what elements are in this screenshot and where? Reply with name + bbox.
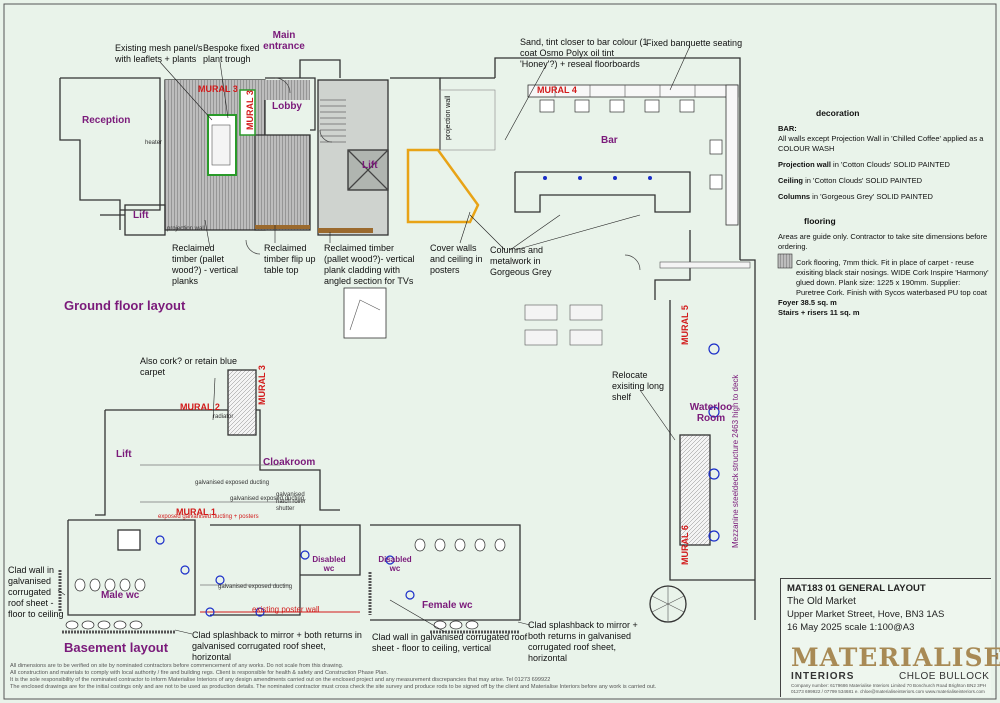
footer-line-4: The enclosed drawings are for the initia… [10,684,657,690]
mural-3-basement: MURAL 3 [257,365,267,405]
room-main-entrance: Main entrance [263,30,305,52]
label-galv-hatch: galvanised hatch roller shutter [276,492,306,512]
mural-3-ground-vertical: MURAL 3 [245,90,255,130]
label-ducting-2: galvanised exposed ducting [230,496,305,502]
note-timber-cladding: Reclaimed timber (pallet wood?)- vertica… [324,243,415,286]
note-cork-question: Also cork? or retain blue carpet [140,356,238,377]
note-timber-planks: Reclaimed timber (pallet wood?) - vertic… [172,243,239,286]
room-waterloo: Waterloo Room [689,402,733,424]
legend-ceiling-text: in 'Cotton Clouds' SOLID PAINTED [803,176,923,185]
mural-5: MURAL 5 [680,305,690,345]
legend-projection-label: Projection wall [778,160,831,169]
note-sand-tint: Sand, tint closer to bar colour (1 coat … [520,37,648,69]
brand-sub: INTERIORS [791,671,855,682]
legend-decoration-title: decoration [816,108,860,118]
label-heater: heater [145,140,163,146]
label-ducting-3: galvanised exposed ducting [218,584,293,590]
room-disabled-wc-1: Disabled wc [312,555,346,573]
legend-columns-label: Columns [778,192,811,201]
legend-ceiling-label: Ceiling [778,176,804,185]
label-ducting-posters: exposed galvanised ducting + posters [158,514,259,520]
room-reception: Reception [82,115,131,126]
cork-legend-swatch [777,253,793,269]
room-lift-basement: Lift [116,449,132,460]
basement-plan [58,369,521,634]
note-columns: Columns and metalwork in Gorgeous Grey [490,245,552,277]
ground-floor-plan [59,57,756,623]
note-clad-wall-female: Clad wall in galvanised corrugated roof … [372,632,528,653]
label-projection-wall-small: projection wall [167,226,206,232]
basement-heading: Basement layout [64,640,169,655]
legend-bar-title: BAR: [778,124,797,133]
label-radiator: radiator [213,414,234,420]
legend-panel: decoration BAR: All walls except Project… [778,102,990,318]
brand-designer: CHLOE BULLOCK [899,671,990,682]
legend-projection-text: in 'Cotton Clouds' SOLID PAINTED [830,160,950,169]
note-splashback-2: Clad splashback to mirror + both returns… [528,620,638,663]
mural-1: MURAL 1 [176,507,216,517]
mural-2: MURAL 2 [180,402,220,412]
legend-foyer: Foyer 38.5 sq. m [778,298,837,307]
footer-line-3: It is the sole responsibility of the nom… [10,677,551,683]
room-cloakroom: Cloakroom [263,457,316,468]
note-existing-poster-wall: existing poster wall [252,605,320,614]
company-contact: 01273 699922 / 07799 534681 e. chloe@mat… [791,689,985,694]
title-drawing-number: MAT183 01 GENERAL LAYOUT [787,583,926,594]
mural-6: MURAL 6 [680,525,690,565]
note-plant-trough: Bespoke fixed plant trough [203,43,260,64]
room-female-wc: Female wc [422,600,473,611]
company-info: Company number: 6179686 Materialise Inte… [791,683,987,688]
brand-logo: MATERIALISE [791,643,1000,672]
footer-line-1: All dimensions are to be verified on sit… [10,663,344,669]
title-address: Upper Market Street, Hove, BN3 1AS [787,609,945,620]
legend-flooring-title: flooring [804,216,836,226]
title-block: MAT183 01 GENERAL LAYOUT The Old Market … [780,578,1000,697]
room-male-wc: Male wc [101,590,140,601]
legend-stairs: Stairs + risers 11 sq. m [778,308,860,317]
mural-3-ground: MURAL 3 [198,84,238,94]
footer-notes: All dimensions are to be verified on sit… [10,663,780,691]
room-disabled-wc-2: Disabled wc [378,555,412,573]
ground-floor-heading: Ground floor layout [64,298,186,313]
note-banquette: Fixed banquette seating [646,38,743,48]
annotation-leaders [57,45,691,635]
title-project: The Old Market [787,596,856,607]
legend-cork-text: Cork flooring, 7mm thick. Fit in place o… [796,258,989,297]
note-projection-wall: projection wall [445,95,452,140]
room-lift-ground: Lift [133,210,149,221]
title-date-scale: 16 May 2025 scale 1:100@A3 [787,622,915,633]
note-mezzanine: Mezzanine steeldeck structure 2463 high … [731,374,740,548]
room-bar: Bar [601,135,618,146]
note-cover-walls: Cover walls and ceiling in posters [430,243,483,275]
room-lift-core: Lift [362,160,378,171]
note-clad-wall-male: Clad wall in galvanised corrugated roof … [8,565,64,619]
label-ducting-1: galvanised exposed ducting [195,480,270,486]
note-timber-flip: Reclaimed timber flip up table top [264,243,316,275]
legend-flooring-note: Areas are guide only. Contractor to take… [778,232,988,251]
mural-4: MURAL 4 [537,85,577,95]
note-splashback-1: Clad splashback to mirror + both returns… [192,630,362,662]
legend-bar-text: All walls except Projection Wall in 'Chi… [778,134,984,153]
footer-line-2: All construction and materials to comply… [10,670,389,676]
note-relocate-shelf: Relocate exisiting long shelf [612,370,665,402]
legend-columns-text: in 'Gorgeous Grey' SOLID PAINTED [810,192,933,201]
note-mesh-panel: Existing mesh panel/s with leaflets + pl… [115,43,203,64]
room-lobby: Lobby [272,101,302,112]
